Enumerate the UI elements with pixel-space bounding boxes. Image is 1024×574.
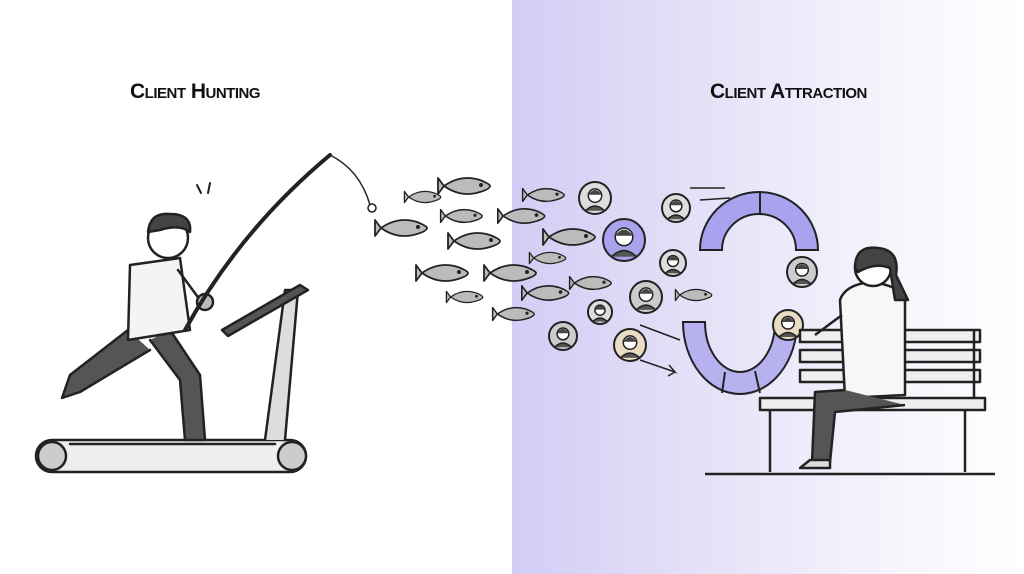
- client-avatar: [661, 193, 691, 223]
- client-attraction-title: Client Attraction: [710, 80, 867, 103]
- fish-icon: [403, 190, 442, 204]
- client-avatar: [602, 218, 646, 262]
- treadmill: [34, 283, 310, 474]
- fish-icon: [674, 288, 713, 302]
- magnet-icon: [639, 187, 820, 395]
- fish-school: [374, 177, 713, 322]
- fish-icon: [521, 187, 565, 203]
- fish-icon: [568, 275, 612, 291]
- fish-icon: [528, 251, 567, 265]
- attracting-woman: [798, 246, 910, 470]
- client-avatar: [613, 328, 647, 362]
- fish-icon: [415, 264, 469, 282]
- fish-icon: [439, 208, 483, 224]
- client-avatar: [578, 181, 612, 215]
- fish-icon: [483, 264, 537, 282]
- client-avatar: [587, 299, 613, 325]
- fish-icon: [496, 207, 546, 225]
- fishing-rod: [183, 153, 332, 332]
- fish-icon: [447, 232, 501, 250]
- fish-icon: [374, 219, 428, 237]
- fishing-line: [329, 154, 371, 206]
- hunting-man: [60, 212, 215, 442]
- client-avatar: [659, 249, 687, 277]
- client-avatar: [629, 280, 663, 314]
- fish-icon: [491, 306, 535, 322]
- fish-icon: [437, 177, 491, 195]
- fish-icon: [520, 284, 570, 302]
- client-hunting-title: Client Hunting: [130, 80, 261, 103]
- client-avatar: [786, 256, 818, 288]
- fish-icon: [445, 290, 484, 304]
- client-avatars: [548, 181, 818, 362]
- client-avatar: [548, 321, 578, 351]
- client-avatar: [772, 309, 804, 341]
- fish-icon: [542, 228, 596, 246]
